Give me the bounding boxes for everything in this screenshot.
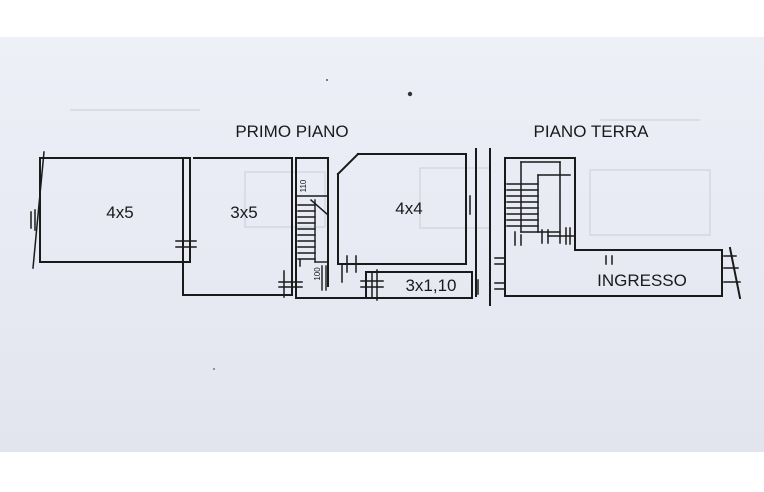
bottom-border	[0, 452, 764, 492]
room-4x5	[30, 151, 191, 269]
stair-dimension-100: 100	[313, 267, 322, 281]
ink-speck	[326, 79, 328, 81]
label-room-3x5: 3x5	[230, 203, 257, 222]
stair-dimension-110: 110	[299, 179, 308, 192]
show-through-lines	[70, 109, 711, 236]
heading-piano-terra: PIANO TERRA	[534, 122, 650, 141]
label-ingresso: INGRESSO	[597, 271, 687, 290]
ink-dot	[407, 91, 413, 97]
label-room-4x5: 4x5	[106, 203, 133, 222]
room-4x4	[336, 148, 477, 297]
room-3x5	[175, 157, 293, 296]
label-room-4x4: 4x4	[395, 199, 422, 218]
paper-sheet	[0, 37, 764, 452]
label-room-3x1-10: 3x1,10	[405, 276, 456, 295]
top-border	[0, 0, 764, 37]
ground-floor-plan	[489, 148, 742, 306]
ink-speck	[213, 368, 215, 370]
room-3x1-10	[360, 269, 479, 301]
staircase-first-floor	[278, 157, 367, 299]
heading-primo-piano: PRIMO PIANO	[235, 122, 348, 141]
